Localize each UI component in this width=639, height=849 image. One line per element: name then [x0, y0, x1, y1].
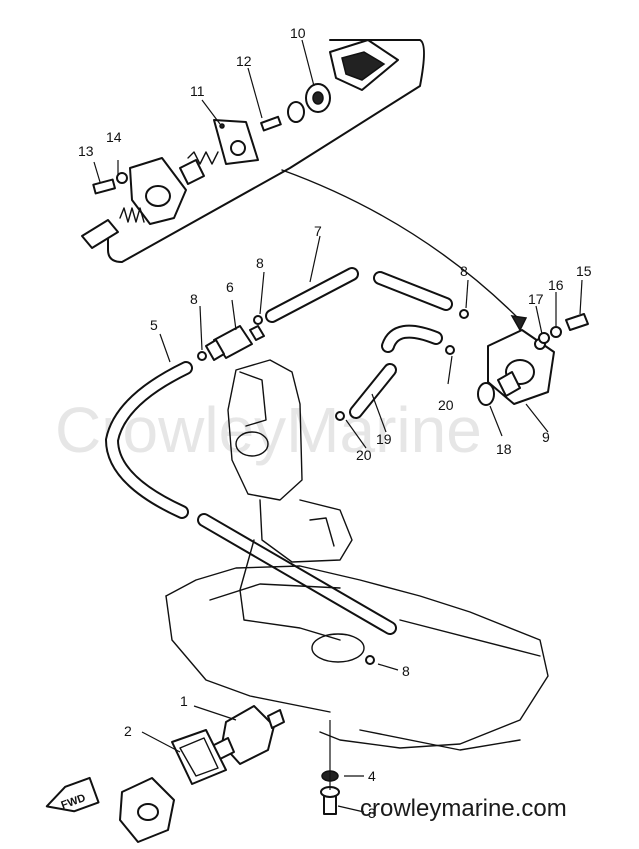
- callout-1: 1: [180, 693, 188, 709]
- callout-8-b: 8: [190, 291, 198, 307]
- callout-13: 13: [78, 143, 94, 159]
- callout-3: 3: [368, 805, 376, 821]
- callout-18: 18: [496, 441, 512, 457]
- callout-11: 11: [190, 83, 205, 99]
- o-ring: [477, 382, 495, 406]
- callout-labels: 13 14 11 12 10 7 6 8 8 5 8 20 17 16 15 9…: [78, 25, 592, 821]
- fuel-hose-19: [349, 324, 443, 419]
- callout-9: 9: [542, 429, 550, 445]
- diaphragm: [305, 83, 331, 113]
- callout-8-c: 8: [460, 263, 468, 279]
- callout-7: 7: [314, 223, 322, 239]
- fwd-arrow-icon: FWD: [45, 776, 100, 813]
- check-valve: [260, 101, 305, 132]
- fuel-filter: [205, 325, 265, 361]
- callout-20-a: 20: [438, 397, 454, 413]
- pump-cover: [329, 39, 399, 91]
- pump-mount-hardware: [538, 313, 589, 344]
- plunger-spring: [81, 207, 145, 249]
- callout-15: 15: [576, 263, 592, 279]
- callout-8-d: 8: [402, 663, 410, 679]
- callout-20-b: 20: [356, 447, 372, 463]
- hose-clips: [197, 309, 469, 665]
- fuel-tank-outline: [165, 565, 549, 751]
- tank-bolt: [320, 770, 340, 815]
- connector-gasket: [171, 729, 227, 785]
- callout-6: 6: [226, 279, 234, 295]
- callout-8-a: 8: [256, 255, 264, 271]
- fuel-hose-7: [265, 267, 453, 323]
- site-label: crowleymarine.com: [360, 795, 567, 822]
- spring-piston: [179, 151, 219, 185]
- callout-17: 17: [528, 291, 544, 307]
- inset-frame: [107, 39, 425, 263]
- callout-5: 5: [150, 317, 158, 333]
- fuel-connector: [211, 705, 285, 765]
- gasket-plate: [213, 119, 259, 165]
- carburetor-outline: [227, 359, 353, 641]
- fuel-hose-5: [104, 361, 397, 635]
- callout-14: 14: [106, 129, 122, 145]
- callout-2: 2: [124, 723, 132, 739]
- leader-lines: [93, 39, 583, 813]
- connector-base: [119, 777, 175, 843]
- pump-body: [92, 157, 187, 225]
- callout-4: 4: [368, 768, 376, 784]
- callout-19: 19: [376, 431, 392, 447]
- inset-pointer-arrow: [510, 315, 528, 332]
- callout-16: 16: [548, 277, 564, 293]
- callout-10: 10: [290, 25, 306, 41]
- fuel-pump-assembly: [487, 329, 555, 405]
- inset-pointer-line: [281, 169, 521, 321]
- callout-12: 12: [236, 53, 252, 69]
